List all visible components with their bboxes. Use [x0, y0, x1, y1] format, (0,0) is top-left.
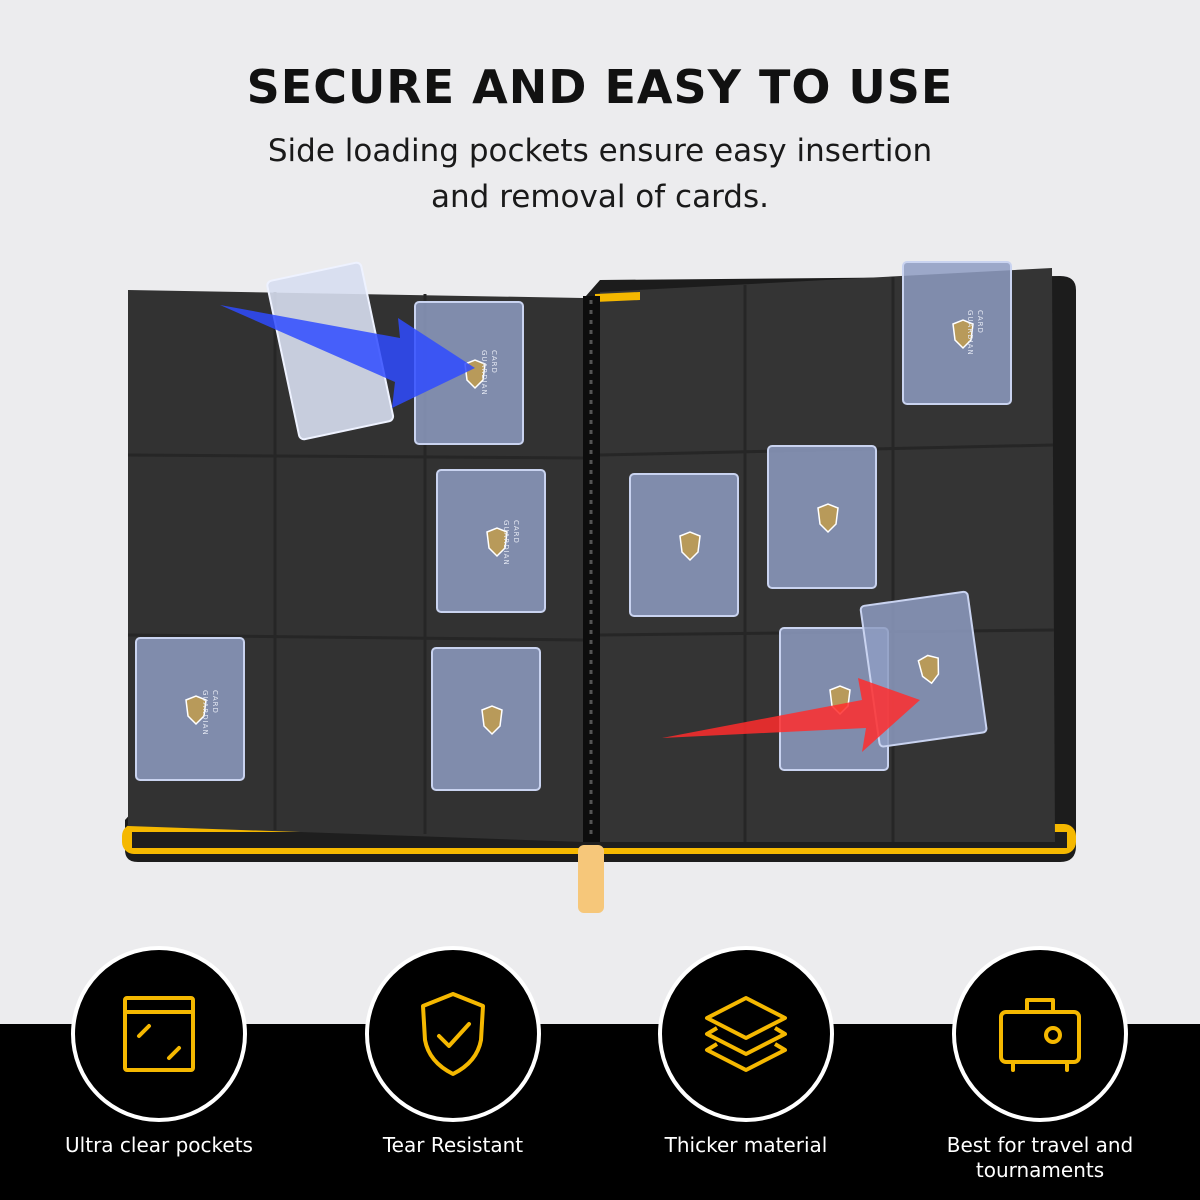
feature-label: Thicker material: [664, 1133, 828, 1157]
card-sleeve: [629, 473, 739, 617]
card-sleeve: [902, 261, 1012, 405]
feature-tear-resistant: Tear Resistant: [333, 946, 573, 1158]
card-brand-text: GUARDIAN: [966, 310, 974, 356]
feature-label-line-2: tournaments: [975, 1158, 1105, 1182]
card-brand-text: CARD: [512, 520, 520, 544]
feature-circle: [365, 946, 541, 1122]
headline: SECURE AND EASY TO USE: [246, 60, 954, 114]
binder-photo: CARD GUARDIAN CARD GUARDIAN CARD GUARDIA…: [122, 261, 1076, 913]
card-brand-text: GUARDIAN: [480, 350, 488, 396]
card-brand-text: CARD: [490, 350, 498, 374]
insert-arrow-red: [662, 678, 920, 752]
feature-circle: [952, 946, 1128, 1122]
insert-arrow-blue: [220, 305, 475, 408]
feature-label: Ultra clear pockets: [65, 1133, 253, 1157]
binder-spine: [583, 296, 600, 842]
feature-label: Tear Resistant: [382, 1133, 524, 1157]
zipper-pull: [578, 845, 604, 913]
shield-check-icon: [421, 992, 485, 1076]
layers-icon: [705, 996, 787, 1072]
subheadline-line-2: and removal of cards.: [431, 179, 769, 215]
card-sleeve: [431, 647, 541, 791]
card-brand-text: CARD: [211, 690, 219, 714]
subheadline-line-1: Side loading pockets ensure easy inserti…: [267, 133, 933, 169]
card-brand-text: CARD: [976, 310, 984, 334]
card-sleeve: [135, 637, 245, 781]
feature-travel: Best for travel and tournaments: [920, 946, 1160, 1183]
feature-circle: [658, 946, 834, 1122]
feature-label: Best for travel and tournaments: [920, 1133, 1160, 1183]
feature-circle: [71, 946, 247, 1122]
card-sleeve: [767, 445, 877, 589]
feature-ultra-clear: Ultra clear pockets: [39, 946, 279, 1158]
card-brand-text: GUARDIAN: [502, 520, 510, 566]
feature-thicker-material: Thicker material: [626, 946, 866, 1158]
suitcase-icon: [999, 998, 1081, 1072]
feature-label-line-1: Best for travel and: [946, 1133, 1134, 1157]
clear-pocket-icon: [123, 996, 195, 1072]
card-sleeve: [436, 469, 546, 613]
card-brand-text: GUARDIAN: [201, 690, 209, 736]
subheadline: Side loading pockets ensure easy inserti…: [200, 128, 1000, 220]
